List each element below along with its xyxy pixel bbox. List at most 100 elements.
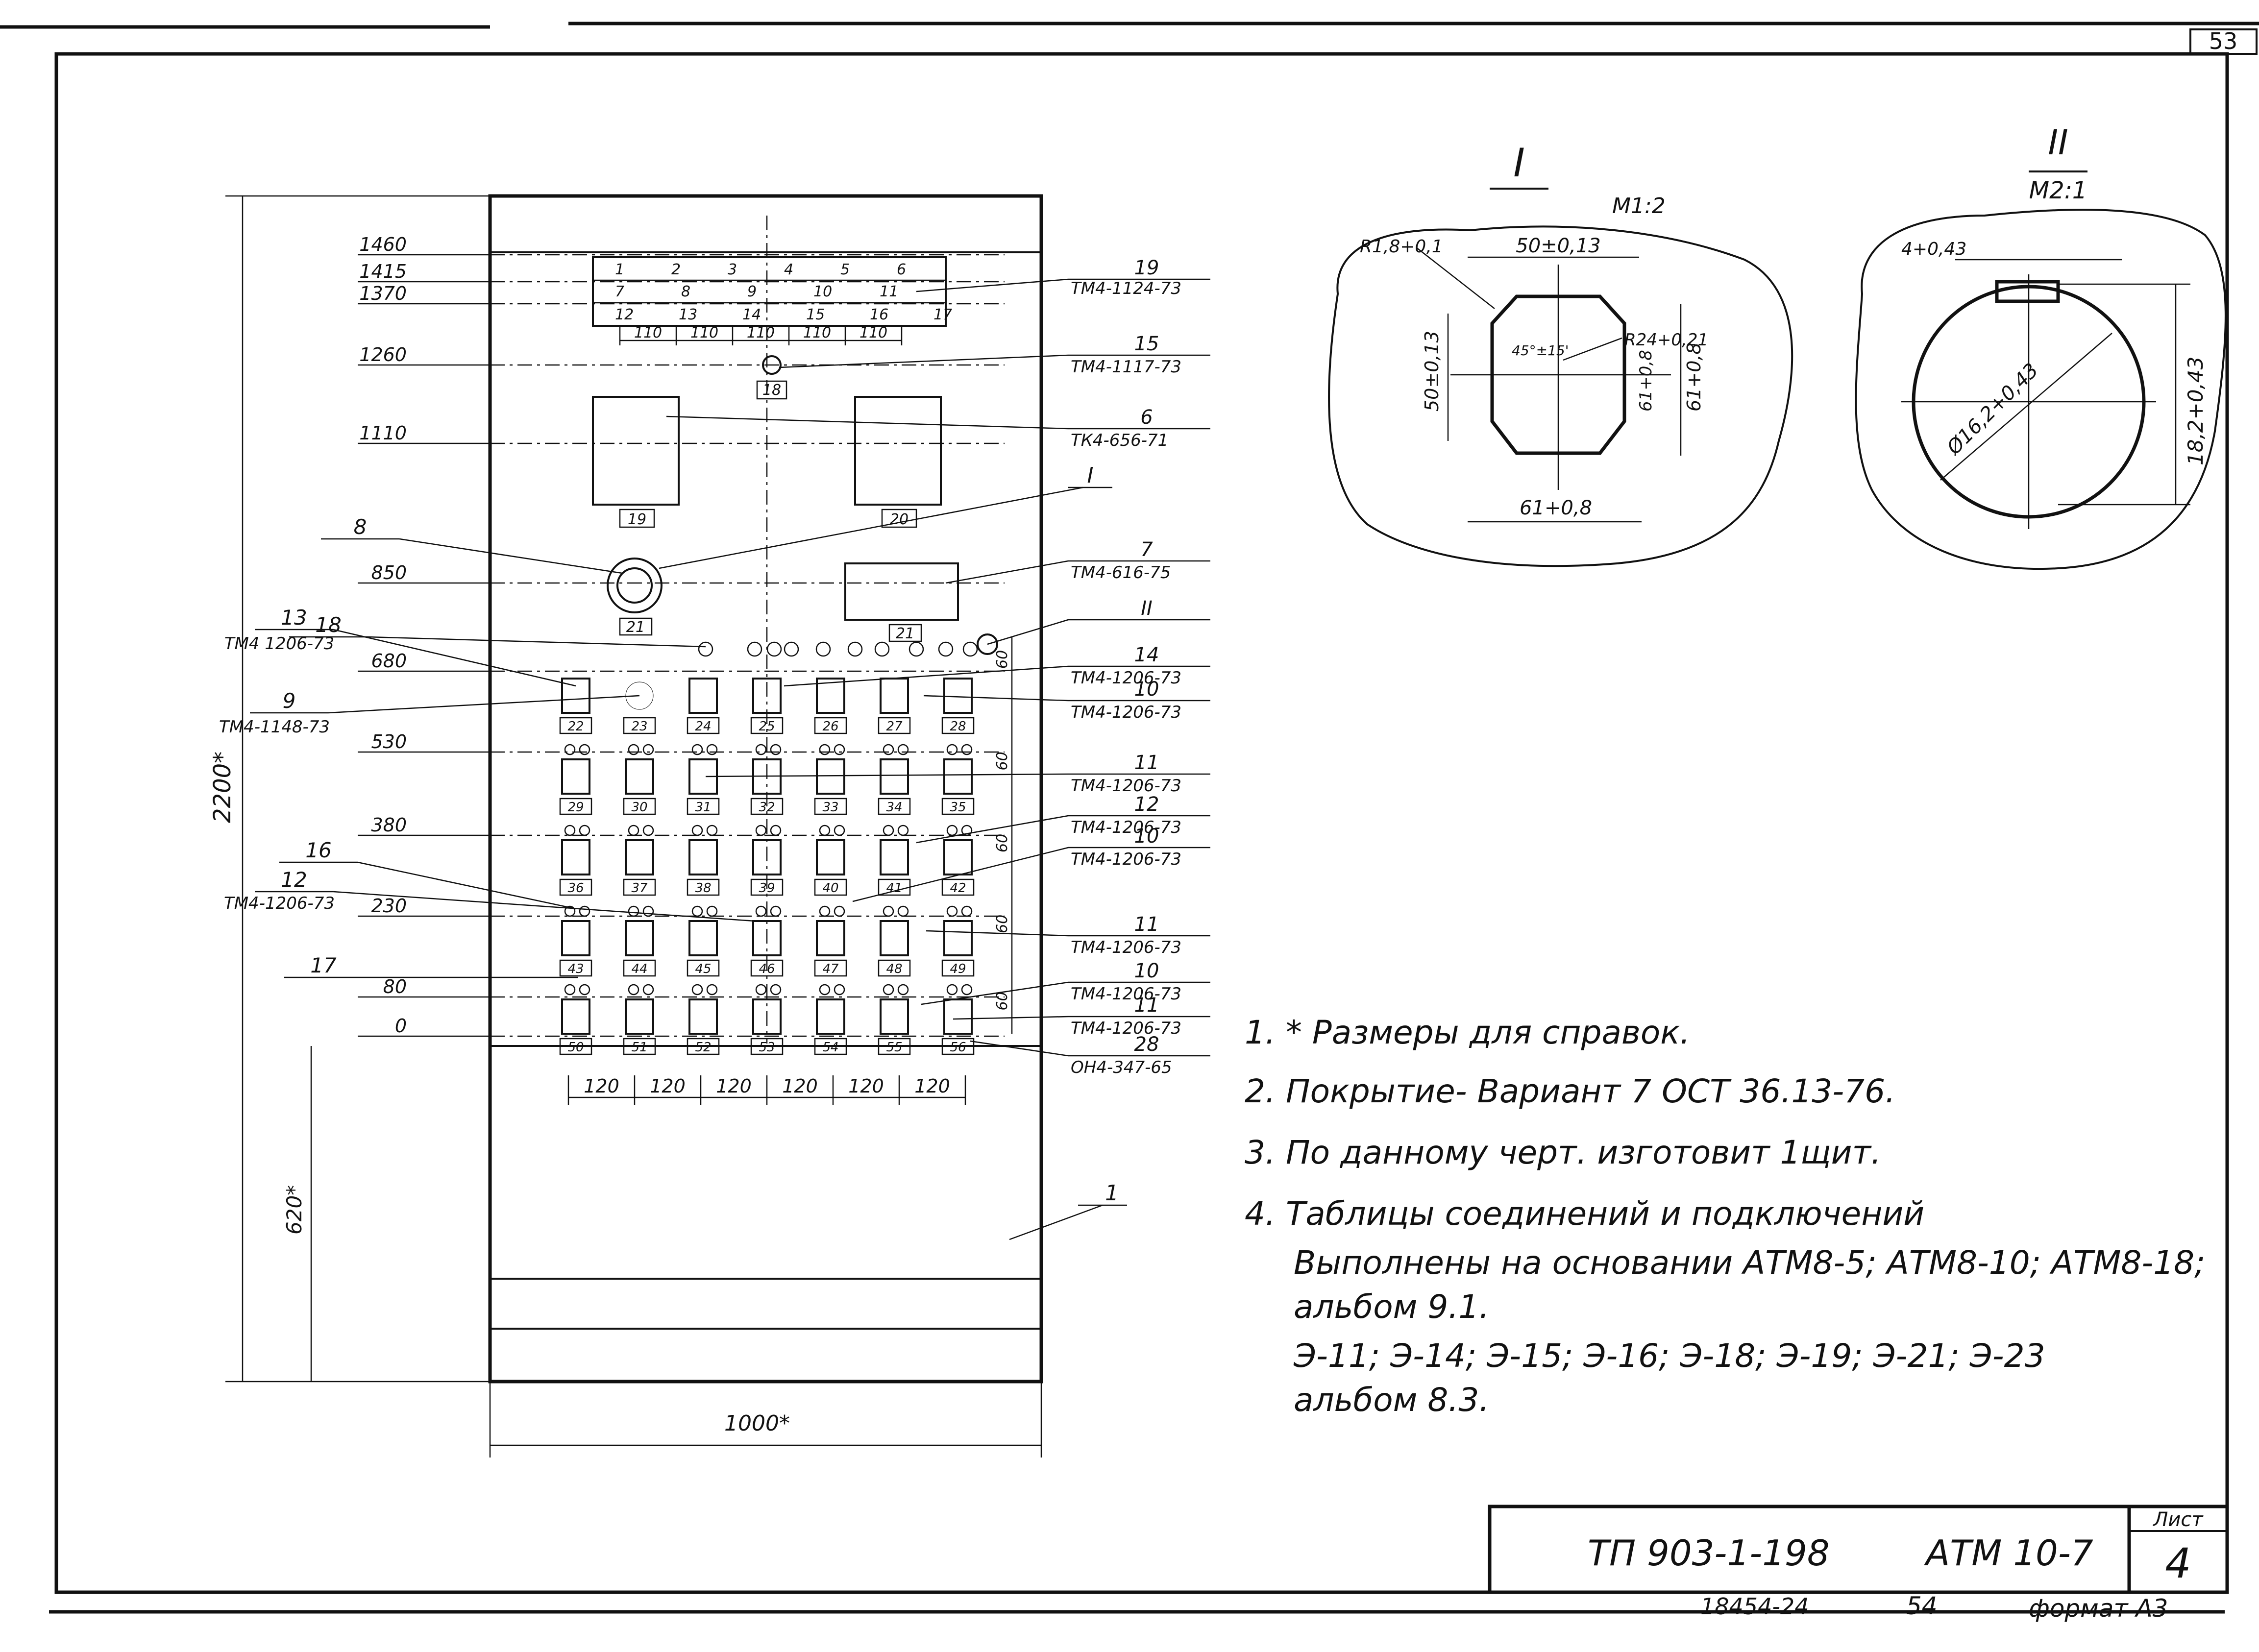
switch-tag: 51 [631, 1040, 647, 1055]
switch-body [752, 920, 782, 956]
indicator-lamp [961, 744, 973, 755]
detail-I-title: I [1513, 140, 1525, 186]
indicator-lamp [819, 984, 831, 996]
indicator-lamp [883, 744, 894, 755]
switch-body [880, 998, 909, 1035]
round-instrument [607, 558, 663, 613]
top-spacing-label: 110 [690, 324, 718, 341]
left-callout-leader [357, 861, 576, 910]
notes-block: 1. * Размеры для справок. 2. Покрытие- В… [1245, 1014, 2205, 1419]
detail-I-height-inner: 61+0,8 [1636, 350, 1656, 412]
switch-body [943, 758, 973, 795]
level-label: 1260 [359, 344, 407, 365]
switch-tag-box [814, 798, 847, 815]
detail-I-leader-R24 [1563, 337, 1622, 361]
indicator-lamp [897, 984, 909, 996]
switch-tag-box [878, 959, 911, 977]
sheet-number: 4 [2165, 1539, 2191, 1587]
callout-number: 11 [1134, 913, 1159, 936]
switch-tag-box [750, 959, 784, 977]
level-label: 0 [395, 1015, 407, 1037]
switch-tag: 47 [822, 962, 839, 976]
switch-tag-box [687, 959, 720, 977]
left-callout-number: 16 [305, 838, 331, 862]
indicator-lamp [628, 825, 639, 836]
detail-II-break-outline [1855, 209, 2227, 570]
left-callout-number: 9 [283, 689, 296, 713]
switch-tag: 24 [695, 719, 711, 734]
switch-tag-box [623, 798, 656, 815]
switch-tag: 28 [950, 719, 966, 734]
vertical-step-label: 60 [994, 915, 1011, 933]
indicator-lamp [706, 905, 718, 917]
indicator-lamp [642, 744, 654, 755]
level-label: 1415 [359, 261, 407, 282]
indicator-lamp [564, 905, 576, 917]
signal-lamp-large [977, 633, 998, 655]
switch-tag-box [559, 1038, 592, 1055]
callout-leader [705, 773, 1069, 777]
detail-II-height: 18,2+0,43 [2184, 357, 2208, 465]
indicator-lamp [897, 825, 909, 836]
switch-body [625, 920, 654, 956]
detail-II-title: II [2048, 122, 2068, 163]
indicator-lamp [755, 744, 767, 755]
strip-number: 17 [933, 306, 952, 323]
indicator-lamp [628, 905, 639, 917]
detail-I-break-outline [1328, 225, 1793, 567]
device-20 [854, 396, 942, 506]
switch-tag-box [941, 717, 975, 734]
indicator-lamp [946, 984, 958, 996]
indicator-lamp [691, 905, 703, 917]
signal-lamp [962, 641, 978, 657]
format-label: формат A3 [2029, 1594, 2168, 1623]
corner-number-box [2189, 28, 2258, 55]
callout-leader [916, 278, 1069, 292]
indicator-lamp [961, 984, 973, 996]
callout-code: ТМ4-1206-73 [1071, 668, 1181, 688]
title-block-frame [1488, 1505, 2229, 1594]
indicator-lamp [770, 984, 782, 996]
switch-tag-box [623, 878, 656, 896]
vertical-step-label: 60 [994, 992, 1011, 1010]
bottom-left-code: 18454-24 [1700, 1593, 1809, 1620]
callout-code: ТМ4-1206-73 [1071, 1019, 1181, 1038]
detail-I-height-right: 61+0,8 [1683, 342, 1705, 412]
indicator-lamp [706, 984, 718, 996]
signal-lamp [747, 641, 762, 657]
switch-body [943, 678, 973, 714]
detail-I-scale: М1:2 [1612, 194, 1666, 219]
callout-number: 15 [1134, 333, 1159, 355]
callout-number: 10 [1134, 960, 1159, 982]
title-block: ТП 903-1-198 АТМ 10-7 Лист 4 [1488, 1505, 2229, 1594]
switch-body [816, 678, 845, 714]
leader-1 [1009, 1204, 1103, 1240]
callouts-right: 19ТМ4-1124-7315ТМ4-1117-736ТК4-656-717ТМ… [666, 257, 1210, 1077]
callout-code: ТМ4-1206-73 [1071, 850, 1181, 869]
detail-I-height-left: 50±0,13 [1421, 331, 1443, 412]
strip-number: 10 [813, 283, 832, 300]
indicator-lamp [946, 744, 958, 755]
detail-I-radius-small: R1,8+0,1 [1360, 237, 1443, 257]
callout-leader [926, 930, 1069, 937]
note-2: 2. Покрытие- Вариант 7 ОСТ 36.13-76. [1245, 1072, 1895, 1110]
left-callout-number: 17 [310, 953, 337, 977]
strip-number: 9 [747, 283, 757, 300]
switch-body [752, 839, 782, 875]
callout-leader [852, 847, 1069, 902]
callout-number: 7 [1140, 538, 1153, 561]
callout-leader [970, 1040, 1069, 1057]
signal-lamp [815, 641, 831, 657]
indicator-lamp [946, 905, 958, 917]
switch-tag-box [623, 717, 656, 734]
note-3: 3. По данному черт. изготовит 1щит. [1245, 1134, 1881, 1171]
switch-tag: 31 [695, 800, 711, 815]
switch-tag: 23 [631, 719, 647, 734]
switch-tag-box [750, 717, 784, 734]
strip-number: 7 [615, 283, 624, 300]
indicator-lamp [770, 905, 782, 917]
switch-body [688, 839, 718, 875]
indicator-lamp [755, 825, 767, 836]
